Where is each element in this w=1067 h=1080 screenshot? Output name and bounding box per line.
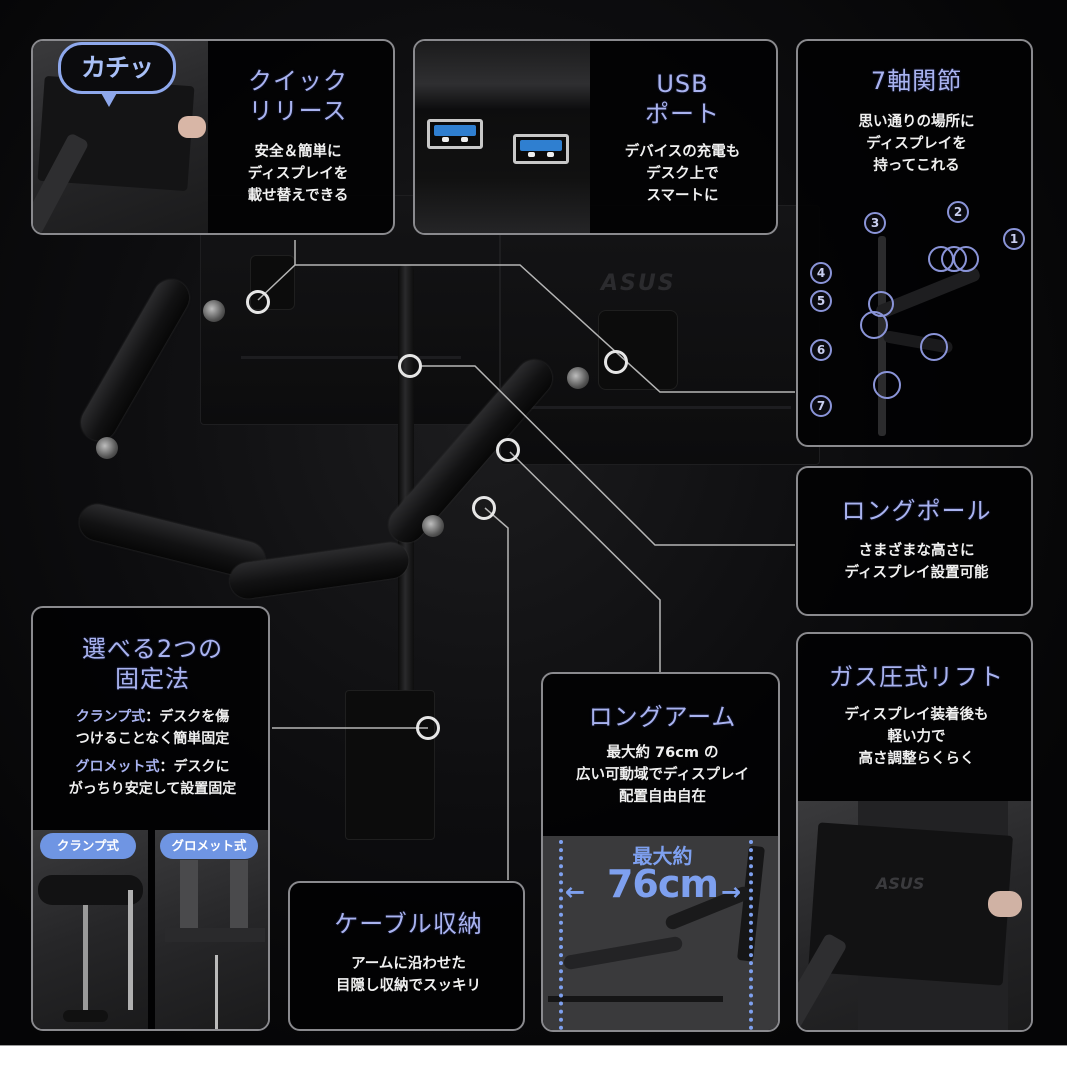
panel-seven-axis: 7軸関節 思い通りの場所に ディスプレイを 持ってこれる 1 2 3 4 5 6… xyxy=(796,39,1033,447)
hotspot-cable xyxy=(472,496,496,520)
clamp-photo xyxy=(33,830,148,1029)
desk-clamp xyxy=(345,690,435,840)
usb-body-1: デバイスの充電も xyxy=(624,144,741,160)
axis-label-7: 7 xyxy=(810,395,832,417)
hotspot-quick-release xyxy=(246,290,270,314)
axis-ring xyxy=(920,333,948,361)
quick-release-title-2: リリース xyxy=(248,97,348,125)
grommet-desc-2: がっちり安定して設置固定 xyxy=(68,781,237,797)
axis-label-3: 3 xyxy=(864,212,886,234)
usb-title-1: USB xyxy=(656,70,709,98)
long-arm-body-2: 広い可動域でディスプレイ xyxy=(576,767,749,783)
measure-prefix: 最大約 xyxy=(632,844,693,868)
arm-joint xyxy=(422,515,444,537)
seven-axis-body-1: 思い通りの場所に xyxy=(858,114,975,130)
gas-lift-title: ガス圧式リフト xyxy=(829,663,1004,691)
long-arm-photo: 最大約 76cm ← → xyxy=(543,836,778,1030)
mounting-title-1: 選べる2つの xyxy=(81,635,224,663)
grommet-photo xyxy=(155,830,268,1029)
usb-port-icon xyxy=(513,134,569,164)
cable-title: ケーブル収納 xyxy=(334,910,483,938)
arm-joint xyxy=(96,437,118,459)
measure-left-line xyxy=(559,840,563,1030)
measure-right-line xyxy=(749,840,753,1030)
tag-grommet: グロメット式 xyxy=(160,833,258,859)
monitor-brand-logo: ASUS xyxy=(601,271,676,296)
panel-usb-port: USB ポート デバイスの充電も デスク上で スマートに xyxy=(413,39,778,235)
bottom-white-margin xyxy=(0,1045,1067,1080)
gas-lift-body-3: 高さ調整らくらく xyxy=(858,751,975,767)
axis-ring xyxy=(873,371,901,399)
gas-lift-body-1: ディスプレイ装着後も xyxy=(844,707,989,723)
seven-axis-body-2: ディスプレイを xyxy=(866,136,967,152)
panel-cable-management: ケーブル収納 アームに沿わせた 目隠し収納でスッキリ xyxy=(288,881,525,1031)
left-upper-arm xyxy=(74,273,196,447)
tag-clamp: クランプ式 xyxy=(40,833,136,859)
arm-joint xyxy=(567,367,589,389)
panel-mounting-methods: 選べる2つの 固定法 クランプ式：デスクを傷 つけることなく簡単固定 グロメット… xyxy=(31,606,270,1031)
arrow-right-icon: → xyxy=(721,878,742,906)
speech-bubble-tail xyxy=(100,91,118,107)
usb-title-2: ポート xyxy=(645,100,720,128)
panel-long-pole: ロングポール さまざまな高さに ディスプレイ設置可能 xyxy=(796,466,1033,616)
gas-lift-body-2: 軽い力で xyxy=(887,729,946,745)
axis-ring xyxy=(953,246,979,272)
hotspot-long-arm xyxy=(496,438,520,462)
grommet-desc-1: ：デスクに xyxy=(159,759,230,775)
quick-release-body-3: 載せ替えできる xyxy=(247,188,349,204)
axis-label-4: 4 xyxy=(810,262,832,284)
long-arm-body-1: 最大約 76cm の xyxy=(606,745,719,761)
gas-lift-photo: ASUS xyxy=(798,801,1031,1030)
hotspot-pole xyxy=(398,354,422,378)
quick-release-title-1: クイック xyxy=(248,67,348,95)
seven-axis-body-3: 持ってこれる xyxy=(873,158,960,174)
panel-gas-lift: ガス圧式リフト ディスプレイ装着後も 軽い力で 高さ調整らくらく ASUS xyxy=(796,632,1033,1032)
clamp-type-label: クランプ式 xyxy=(75,709,146,725)
quick-release-body-1: 安全＆簡単に xyxy=(254,144,342,160)
arm-joint xyxy=(203,300,225,322)
usb-body-2: デスク上で xyxy=(646,166,719,182)
long-pole-title: ロングポール xyxy=(841,497,992,525)
clamp-desc-1: ：デスクを傷 xyxy=(145,709,230,725)
axis-label-6: 6 xyxy=(810,339,832,361)
speech-bubble-click-sound: カチッ xyxy=(58,42,176,94)
arrow-left-icon: ← xyxy=(565,878,586,906)
panel-long-arm: ロングアーム 最大約 76cm の 広い可動域でディスプレイ 配置自由自在 最大… xyxy=(541,672,780,1032)
clamp-desc-2: つけることなく簡単固定 xyxy=(75,731,230,747)
axis-label-5: 5 xyxy=(810,290,832,312)
cable-body-2: 目隠し収納でスッキリ xyxy=(336,978,481,994)
long-arm-title: ロングアーム xyxy=(588,703,737,731)
long-pole-body-2: ディスプレイ設置可能 xyxy=(844,565,989,581)
hotspot-usb xyxy=(604,350,628,374)
measure-value: 76cm xyxy=(606,862,719,906)
usb-port-icon xyxy=(427,119,483,149)
grommet-type-label: グロメット式 xyxy=(75,759,160,775)
usb-body-3: スマートに xyxy=(646,188,719,204)
mounting-title-2: 固定法 xyxy=(115,665,190,693)
axis-label-2: 2 xyxy=(947,201,969,223)
long-pole-body-1: さまざまな高さに xyxy=(858,543,975,559)
axis-label-1: 1 xyxy=(1003,228,1025,250)
vesa-mount-plate xyxy=(598,310,678,390)
hotspot-clamp xyxy=(416,716,440,740)
gas-lift-monitor-brand: ASUS xyxy=(876,874,925,893)
long-arm-body-3: 配置自由自在 xyxy=(619,789,706,805)
usb-photo xyxy=(415,41,590,233)
seven-axis-title: 7軸関節 xyxy=(870,67,963,95)
axis-ring xyxy=(860,311,888,339)
quick-release-body-2: ディスプレイを xyxy=(247,166,349,182)
product-feature-infographic: ASUS クイック リリース 安全＆簡 xyxy=(0,0,1067,1045)
cable-body-1: アームに沿わせた xyxy=(351,956,466,972)
